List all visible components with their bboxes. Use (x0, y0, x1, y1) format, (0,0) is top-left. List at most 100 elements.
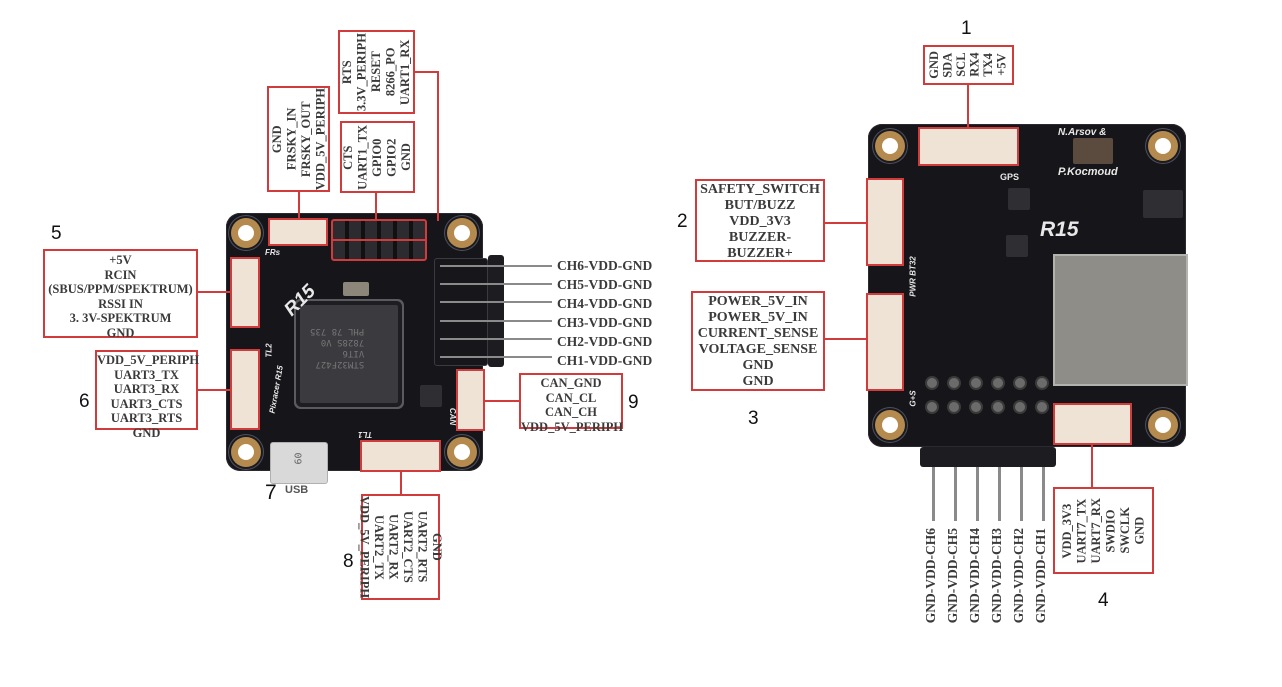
microsd-card-slot (1053, 254, 1188, 386)
tl1-label: TL1 (358, 430, 373, 439)
servo-pin-label: GND-VDD-CH3 (989, 528, 1004, 624)
pin-label: SWDIO (1103, 508, 1118, 553)
callout-number-3: 3 (748, 408, 759, 429)
pin-label: UART3_TX (114, 367, 179, 382)
gps-label: GPS (1000, 172, 1020, 182)
right-board-name: R15 (1040, 218, 1079, 241)
pin-label: +5V (109, 253, 132, 267)
servo-pin (998, 467, 1001, 521)
pin-label: UART1_TX (355, 124, 370, 190)
callout-number-6: 6 (79, 391, 90, 412)
tl2-label: TL2 (264, 343, 274, 358)
pin-label: SDA (940, 52, 955, 78)
leader-line-power (825, 338, 866, 340)
callout-gps: GND SDA SCL RX4 TX4 +5V (923, 45, 1014, 85)
rcin-connector (230, 257, 260, 328)
servo-pad (1037, 378, 1047, 388)
leader-line-uart3 (198, 389, 230, 391)
servo-pin (440, 265, 552, 267)
callout-power: POWER_5V_IN POWER_5V_IN CURRENT_SENSE VO… (691, 291, 825, 391)
servo-pad (971, 378, 981, 388)
callout-number-2: 2 (677, 211, 688, 232)
servo-pin-label: GND-VDD-CH4 (967, 528, 982, 624)
pin-label: UART2_RX (386, 514, 401, 580)
pin-label: FRSKY_IN (284, 107, 298, 171)
esp-header-divider (333, 239, 425, 241)
pin-label: POWER_5V_IN (708, 310, 808, 325)
callout-number-9: 9 (628, 392, 639, 413)
pin-label: VDD_5V_PERIPH (97, 353, 200, 367)
leader-line-frsky (298, 192, 300, 218)
servo-pin-label: GND-VDD-CH2 (1011, 528, 1026, 624)
pin-label: 3.3V_PERIPH (354, 32, 369, 112)
callout-safety-switch: SAFETY_SWITCH BUT/BUZZ VDD_3V3 BUZZER- B… (695, 179, 825, 262)
servo-pin (440, 356, 552, 358)
pin-label: GND (742, 358, 774, 373)
pin-label: +5V (994, 53, 1009, 77)
pin-label: GND (1132, 516, 1147, 545)
pin-label: BUZZER- (728, 230, 792, 245)
callout-frsky: GND FRSKY_IN FRSKY_OUT VDD_5V_PERIPH (267, 86, 330, 192)
pin-label: TX4 (981, 53, 995, 77)
fram-chip (1143, 190, 1183, 218)
servo-pin-labels-right: GND-VDD-CH6 GND-VDD-CH5 GND-VDD-CH4 GND-… (921, 528, 1050, 623)
servo-pin (440, 301, 552, 303)
servo-pad (1015, 378, 1025, 388)
pin-label: VDD_5V_PERIPH (313, 87, 327, 191)
pin-label: CAN_CH (544, 405, 598, 419)
servo-pin-label: CH4-VDD-GND (557, 296, 653, 311)
can-transceiver-chip (420, 385, 442, 407)
credit-line-2: P.Kocmoud (1058, 166, 1118, 178)
leader-line-debug (1091, 445, 1093, 488)
servo-pad (1037, 402, 1047, 412)
servo-pin-labels-left: CH6-VDD-GND CH5-VDD-GND CH4-VDD-GND CH3-… (557, 256, 652, 370)
servo-pin-label: CH2-VDD-GND (557, 334, 653, 349)
callout-number-4: 4 (1098, 590, 1109, 611)
pin-label: SCL (954, 52, 968, 78)
pin-label: GND (132, 425, 161, 440)
mount-hole-bottom-left (875, 410, 905, 440)
servo-pad (949, 378, 959, 388)
pin-label: SWCLK (1118, 507, 1132, 554)
servo-pin (1042, 467, 1045, 521)
callout-debug: VDD_3V3 UART7_TX UART7_RX SWDIO SWCLK GN… (1053, 487, 1154, 574)
uart3-connector (230, 349, 260, 430)
pin-label: RESET (369, 51, 384, 93)
pin-label: 3. 3V-SPEKTRUM (69, 311, 172, 325)
gyro-chip (1006, 235, 1028, 257)
leader-line-esp-top-h (415, 71, 439, 73)
safety-switch-connector (866, 178, 904, 266)
pin-label: UART3_RTS (110, 411, 183, 425)
mount-hole-bottom-right (1148, 410, 1178, 440)
pin-label: VOLTAGE_SENSE (698, 342, 818, 357)
servo-rail-header (434, 258, 488, 366)
leader-line-rcin (198, 291, 230, 293)
pin-label: CAN_CL (545, 390, 597, 405)
servo-pin-label: CH6-VDD-GND (557, 258, 653, 273)
callout-uart2: GND UART2_RTS UART2_CTS UART2_RX UART2_T… (358, 494, 444, 600)
gps-connector (918, 127, 1019, 166)
servo-pin-label: GND-VDD-CH1 (1033, 528, 1048, 624)
callout-number-7: 7 (265, 481, 277, 504)
callout-number-1: 1 (961, 18, 972, 39)
pin-label: GND (106, 325, 135, 340)
chip-text-line: PHL 78 735 (310, 326, 365, 336)
leader-line-gps (967, 85, 969, 127)
servo-pin (954, 467, 957, 521)
callout-rcin: +5V RCIN (SBUS/PPM/SPEKTRUM) RSSI IN 3. … (43, 249, 198, 340)
pin-label: UART2_CTS (401, 511, 415, 583)
pin-label: VDD_5V_PERIPH (357, 495, 372, 599)
servo-pad (949, 402, 959, 412)
servo-pin-housing (920, 447, 1056, 467)
pin-label: POWER_5V_IN (708, 294, 808, 309)
mount-hole-top-left (875, 131, 905, 161)
usb-connector-text: 09 (291, 452, 303, 465)
servo-pin-housing (488, 255, 504, 367)
callout-can: CAN_GND CAN_CL CAN_CH VDD_5V_PERIPH (519, 373, 623, 434)
debug-connector (1053, 403, 1132, 445)
pin-label: UART2_TX (372, 514, 386, 580)
pin-label: UART2_RTS (415, 511, 430, 583)
servo-pin (976, 467, 979, 521)
pin-label: RSSI IN (98, 296, 143, 311)
usb-label: USB (285, 484, 309, 496)
